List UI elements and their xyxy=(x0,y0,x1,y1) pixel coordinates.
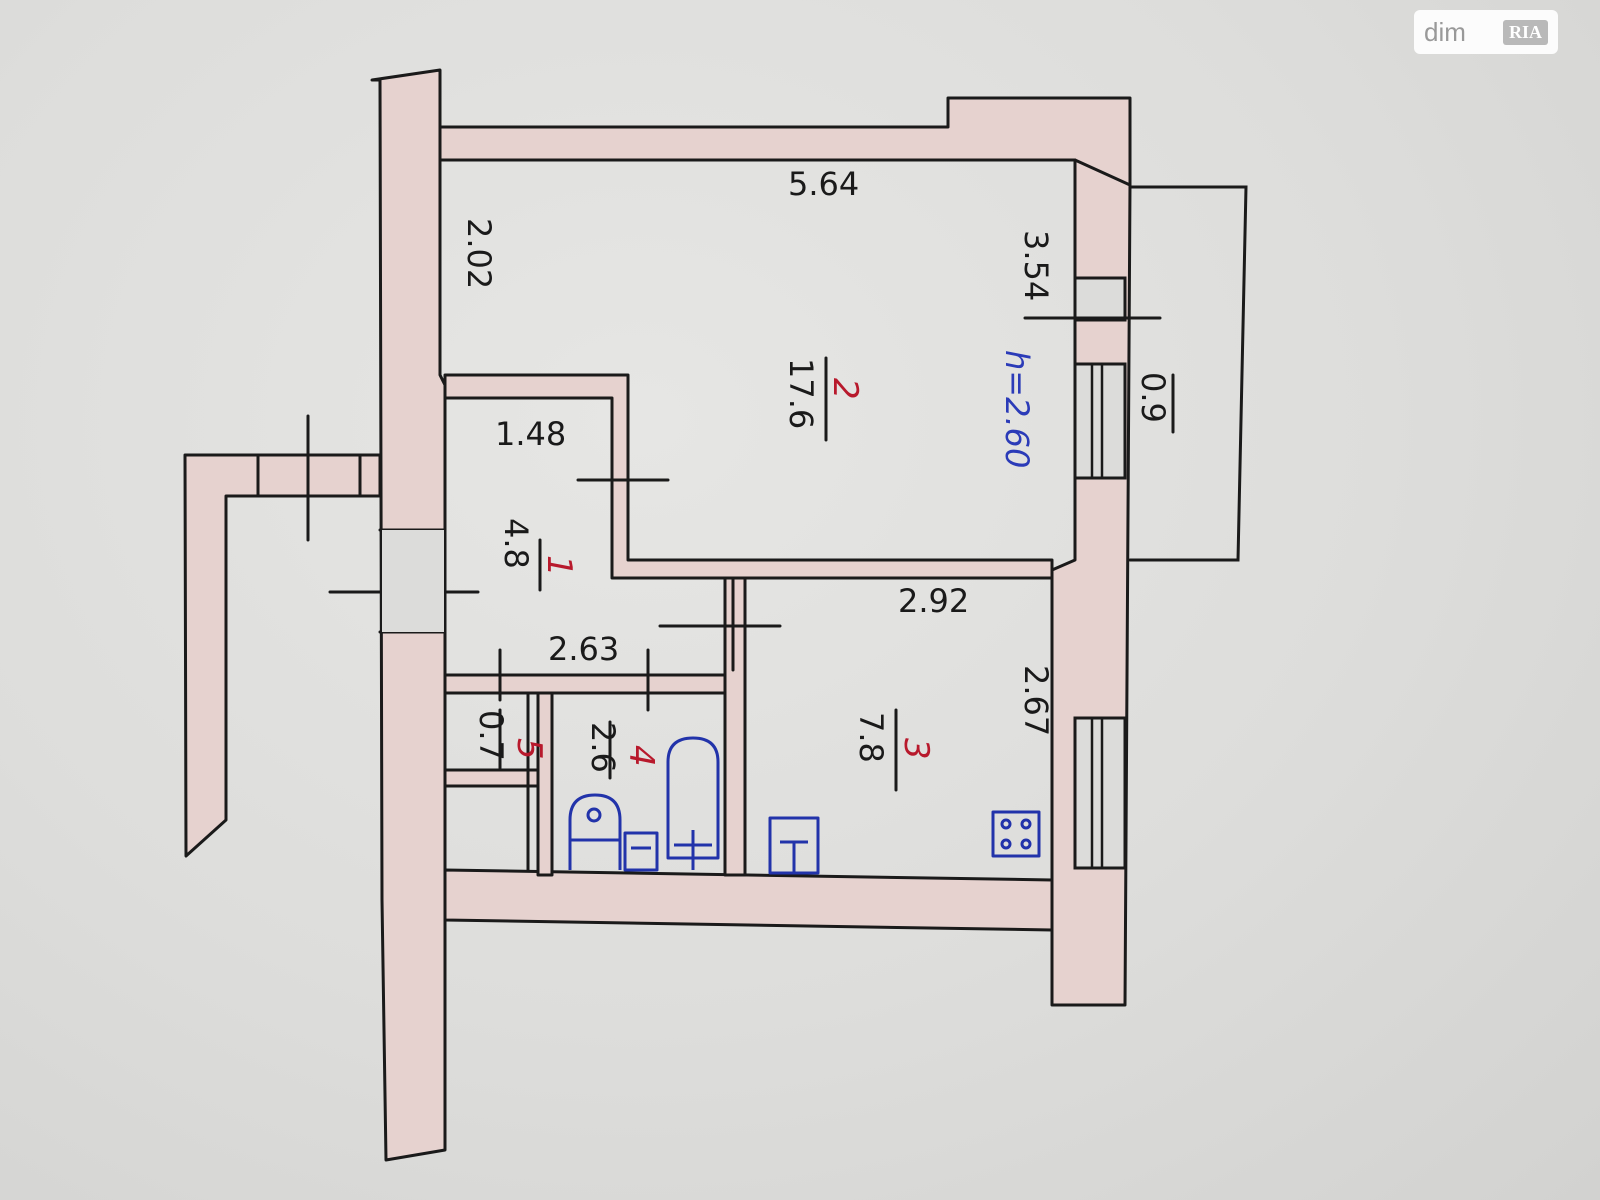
bathtub-icon xyxy=(666,736,720,860)
room1-length-label: 2.63 xyxy=(548,630,619,668)
partition-wall-hall-bath xyxy=(443,673,727,695)
room3-width-label: 2.92 xyxy=(898,582,969,620)
stove-burner-icon xyxy=(1020,818,1032,830)
stove-icon xyxy=(991,810,1041,858)
stove-burner-icon xyxy=(1020,838,1032,850)
stove-burner-icon xyxy=(1000,838,1012,850)
stair-landing-wall xyxy=(183,453,382,858)
room1-width-label: 1.48 xyxy=(495,415,566,453)
room3-number: 3 xyxy=(896,738,936,760)
watermark-badge: RIA xyxy=(1502,19,1548,45)
watermark-brand: dim xyxy=(1424,16,1466,47)
window-room2-upper xyxy=(1073,276,1127,322)
bottom-exterior-wall xyxy=(443,868,1054,932)
toilet-icon xyxy=(586,807,602,823)
balcony-area-label: 0.9 xyxy=(1134,372,1172,423)
room4-number: 4 xyxy=(621,745,661,767)
top-exterior-wall xyxy=(438,96,1132,187)
partition-wall-hall-room xyxy=(443,373,1054,580)
room1-number: 1 xyxy=(539,555,579,577)
balcony-outline xyxy=(1128,185,1248,562)
closet-shelf-wall xyxy=(443,768,540,788)
room2-side-label: 2.02 xyxy=(460,218,498,289)
room1-area-label: 4.8 xyxy=(497,518,535,569)
room5-area-label: 0.7 xyxy=(472,710,510,761)
room2-width-label: 5.64 xyxy=(788,165,859,203)
room4-area-label: 2.6 xyxy=(584,722,622,773)
room2-height-label: 3.54 xyxy=(1017,230,1055,301)
dimria-watermark: dim RIA xyxy=(1414,10,1558,54)
washbasin-icon xyxy=(623,831,659,872)
window-kitchen xyxy=(1073,716,1127,870)
room3-height-label: 2.67 xyxy=(1017,665,1055,736)
stove-burner-icon xyxy=(1000,818,1012,830)
entry-door-opening xyxy=(382,530,444,632)
toilet-icon xyxy=(568,793,622,870)
room2-area-label: 17.6 xyxy=(782,358,820,429)
partition-wall-closet xyxy=(536,691,554,877)
partition-wall-bath-kitchen xyxy=(723,576,747,877)
room2-number: 2 xyxy=(825,378,865,400)
room5-number: 5 xyxy=(509,738,549,760)
room3-area-label: 7.8 xyxy=(852,712,890,763)
ceiling-height-label: h=2.60 xyxy=(998,350,1036,468)
sink-icon xyxy=(768,816,820,875)
window-room2 xyxy=(1073,362,1127,480)
